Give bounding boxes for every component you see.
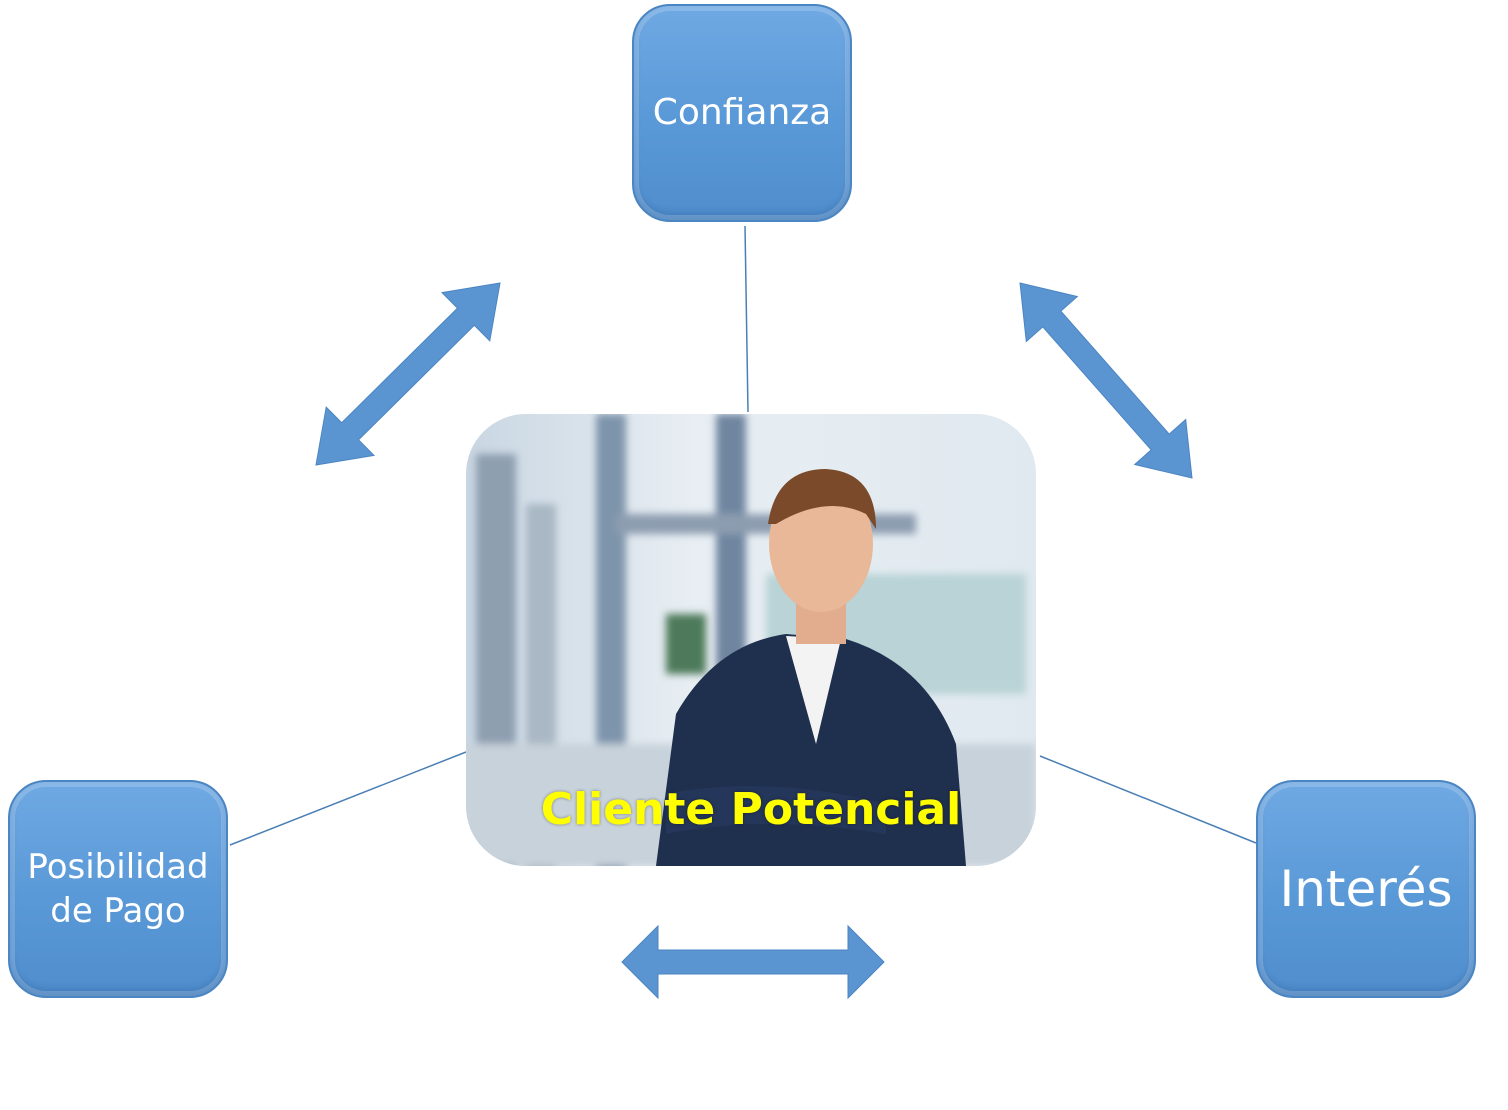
double-arrow-bottom <box>621 924 885 1000</box>
node-posibilidad-label: Posibilidad de Pago <box>27 846 209 931</box>
center-label: Cliente Potencial <box>540 784 962 835</box>
double-arrow-top-right <box>1019 282 1193 479</box>
node-confianza-label: Confianza <box>652 91 832 133</box>
node-confianza: Confianza <box>632 4 852 222</box>
connector-top <box>744 225 749 413</box>
connector-right <box>1039 755 1257 844</box>
double-arrow-left-top <box>315 282 501 466</box>
connector-left <box>229 751 467 846</box>
node-posibilidad-de-pago: Posibilidad de Pago <box>8 780 228 998</box>
node-interes-label: Interés <box>1279 859 1453 918</box>
businessman-image <box>466 414 1036 866</box>
node-interes: Interés <box>1256 780 1476 998</box>
client-photo: Cliente Potencial <box>466 414 1036 866</box>
